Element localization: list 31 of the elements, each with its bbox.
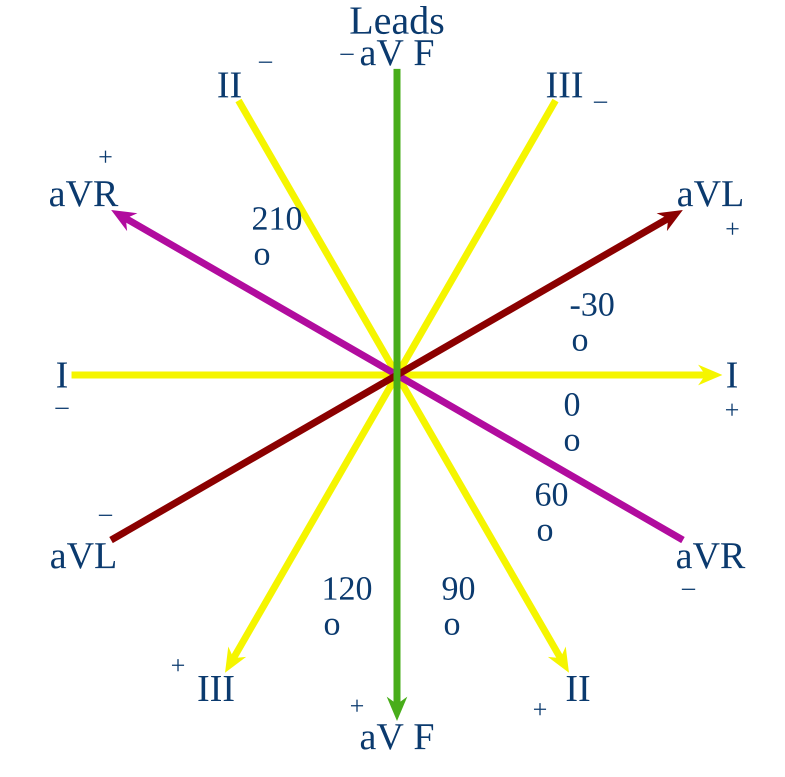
angle-label: 210 o	[253, 207, 302, 265]
lead-label: aVR	[677, 543, 746, 569]
angle-label: 0 o	[564, 393, 580, 451]
polarity-sign: +	[172, 659, 184, 672]
lead-label: aV F	[360, 40, 434, 66]
lead-label: aVL	[51, 543, 115, 569]
polarity-sign: +	[350, 700, 364, 712]
polarity-sign: +	[534, 703, 546, 716]
lead-label: aVR	[50, 181, 118, 207]
angle-label: 90 o	[442, 577, 474, 635]
title: Leads	[350, 6, 444, 34]
lead-label: II	[218, 72, 241, 98]
lead-label: III	[198, 676, 234, 701]
polarity-sign: –	[340, 54, 354, 55]
angle-label: -30 o	[570, 293, 614, 351]
polarity-sign: –	[594, 102, 608, 103]
polarity-sign: +	[726, 222, 739, 235]
polarity-sign: –	[682, 588, 696, 590]
polarity-sign: –	[98, 514, 112, 516]
lead-label: aVL	[678, 181, 742, 207]
lead-label: I	[57, 362, 67, 388]
lead-label: aV F	[360, 724, 434, 750]
lead-label: III	[546, 72, 582, 98]
polarity-sign: +	[726, 404, 738, 416]
angle-label: 60 o	[536, 483, 568, 541]
polarity-sign: +	[99, 150, 112, 163]
lead-label: I	[727, 362, 737, 388]
polarity-sign: –	[55, 408, 69, 409]
polarity-sign: –	[258, 62, 272, 63]
angle-label: 120 o	[324, 577, 372, 635]
lead-label: II	[566, 676, 590, 701]
